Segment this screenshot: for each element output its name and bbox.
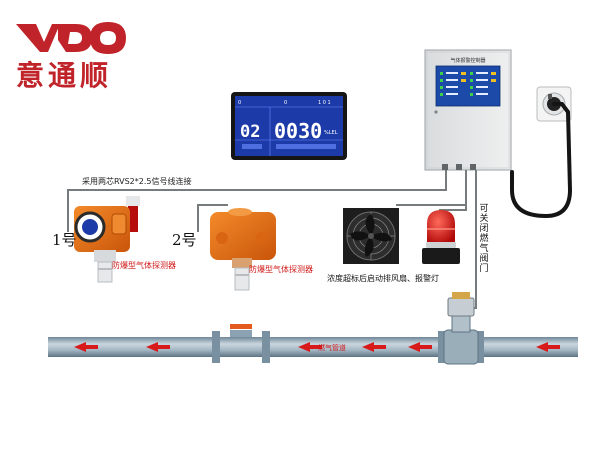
exhaust-fan (343, 208, 399, 264)
lcd-channel: 02 (240, 122, 260, 142)
detector-2-name: 防爆型气体探测器 (249, 265, 313, 274)
alarm-controller: 气体报警控制器 (424, 49, 512, 171)
detector-1-name: 防爆型气体探测器 (112, 261, 176, 270)
fan-lamp-caption: 浓度超标后启动排风扇、报警灯 (327, 274, 439, 283)
lcd-display: 0 0 1 0 1 02 0030 %LEL (231, 92, 347, 160)
flow-arrows (74, 342, 560, 352)
logo-chinese-name: 意通顺 (16, 59, 113, 92)
lcd-unit: %LEL (324, 130, 338, 136)
lcd-status-bar (276, 144, 336, 149)
power-cable (510, 102, 573, 219)
lcd-reading: 0030 (274, 119, 322, 143)
lcd-top-label-3: 1 0 1 (318, 100, 331, 106)
valve-caption: 可关闭燃气阀门 (479, 204, 489, 274)
gas-detector-1 (74, 196, 140, 283)
controller-title: 气体报警控制器 (450, 57, 485, 64)
lcd-top-label-1: 0 (238, 100, 241, 106)
alarm-lamp (422, 210, 460, 264)
wire-label: 采用两芯RVS2*2.5信号线连接 (82, 177, 192, 186)
vdo-logo (16, 22, 126, 54)
lcd-top-label-2: 0 (284, 100, 287, 106)
controller-panel (435, 65, 501, 107)
gas-detector-2 (210, 208, 276, 291)
lcd-status-bar (242, 144, 262, 149)
detector-1-number: 1号 (52, 231, 77, 249)
pipe-label: 燃气管道 (318, 344, 346, 352)
solenoid-valve (443, 292, 479, 365)
gas-pipe (48, 324, 578, 363)
detector-2-number: 2号 (172, 231, 197, 249)
